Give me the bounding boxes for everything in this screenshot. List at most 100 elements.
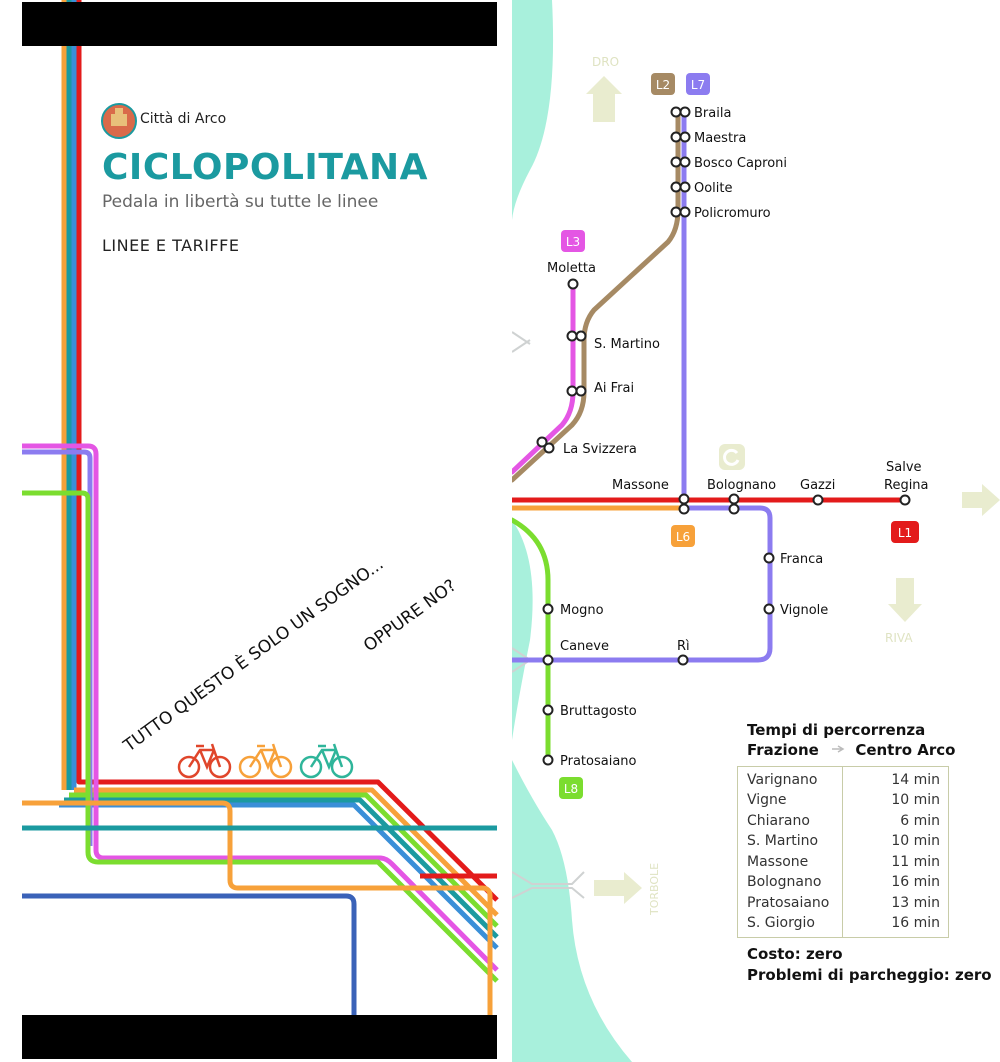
station-marker-oolite: [670, 181, 691, 193]
station-marker-pratosaiano: [542, 754, 554, 766]
station-marker-ri: [677, 654, 689, 666]
station-marker-ai-frai: [566, 385, 587, 397]
station-marker-maestra: [670, 131, 691, 143]
station-label-mogno: Mogno: [560, 603, 604, 618]
station-label-gazzi: Gazzi: [800, 478, 835, 493]
cover-line-purple: [22, 449, 93, 846]
station-label-pratosaiano: Pratosaiano: [560, 754, 637, 769]
direction-dro: DRO: [592, 55, 619, 69]
line-L6-path: [512, 505, 773, 663]
brochure-title: CICLOPOLITANA: [102, 147, 428, 188]
table-cell-time: 14 min: [891, 772, 940, 788]
arrow-right-torbole: [594, 872, 642, 904]
cover-line-red-vertical: [76, 0, 499, 902]
svg-text:L8: L8: [564, 782, 578, 796]
map-graphic: DRO RIVA TORBOLE: [512, 0, 1000, 1062]
table-row: Varignano 14 min: [738, 769, 950, 789]
arrow-up-dro: [586, 76, 622, 122]
table-cell-time: 10 min: [891, 792, 940, 808]
table-cell-time: 6 min: [900, 813, 940, 829]
network-map: DRO RIVA TORBOLE: [512, 0, 1000, 1062]
station-label-caneve: Caneve: [560, 639, 609, 654]
city-crest-icon: [101, 103, 137, 139]
table-cell-place: Bolognano: [747, 874, 822, 890]
station-marker-la-svizzera: [536, 436, 555, 454]
station-marker-bruttagosto: [542, 704, 554, 716]
cover-line-teal-main: [64, 797, 499, 939]
bicycle-icon-orange: [238, 743, 293, 779]
station-label-moletta: Moletta: [547, 261, 596, 276]
table-cell-place: Vigne: [747, 792, 787, 808]
station-marker-mogno: [542, 603, 554, 615]
table-cell-time: 11 min: [891, 854, 940, 870]
line-L8-path: [512, 517, 551, 763]
cover-line-green-left: [22, 490, 499, 983]
brochure-subtitle: Pedala in libertà su tutte le linee: [102, 192, 379, 212]
station-marker-massone: [678, 493, 690, 515]
table-row: Chiarano 6 min: [738, 810, 950, 830]
direction-torbole: TORBOLE: [648, 863, 661, 916]
table-cell-place: Pratosaiano: [747, 895, 830, 911]
station-label-franca: Franca: [780, 552, 823, 567]
brochure-cover: Città di Arco CICLOPOLITANA Pedala in li…: [22, 0, 499, 1059]
station-marker-salve-regina: [899, 494, 911, 506]
top-black-bar: [22, 2, 497, 46]
table-cell-place: S. Giorgio: [747, 915, 815, 931]
station-label-bruttagosto: Bruttagosto: [560, 704, 637, 719]
section-heading: LINEE E TARIFFE: [102, 236, 240, 255]
cover-line-green-main: [69, 792, 499, 928]
station-marker-franca: [763, 552, 775, 564]
table-row: S. Martino 10 min: [738, 830, 950, 850]
station-marker-vignole: [763, 603, 775, 615]
station-label-policromuro: Policromuro: [694, 206, 771, 221]
station-label-oolite: Oolite: [694, 181, 733, 196]
station-marker-bolognano: [728, 493, 740, 515]
line-badge-L8: L8: [559, 777, 583, 799]
station-label-regina: Regina: [884, 478, 929, 493]
station-label-ri: Rì: [677, 639, 690, 654]
cover-line-blue-lower: [22, 893, 357, 1015]
station-label-s-martino: S. Martino: [594, 337, 660, 352]
station-marker-s-martino: [566, 330, 587, 342]
station-label-bolognano: Bolognano: [707, 478, 776, 493]
line-badge-L6: L6: [671, 525, 695, 547]
station-marker-braila: [670, 106, 691, 118]
cover-line-orange-lower: [22, 800, 493, 1015]
station-label-maestra: Maestra: [694, 131, 746, 146]
cost-line: Costo: zero: [747, 945, 843, 963]
table-cell-time: 10 min: [891, 833, 940, 849]
legend-title-line2: Frazione Centro Arco: [747, 740, 955, 760]
line-badge-L7: L7: [686, 73, 710, 95]
table-row: Massone 11 min: [738, 851, 950, 871]
table-cell-place: Chiarano: [747, 813, 810, 829]
station-label-bosco-caproni: Bosco Caproni: [694, 156, 787, 171]
table-cell-place: S. Martino: [747, 833, 819, 849]
parking-line: Problemi di parcheggio: zero: [747, 966, 992, 984]
line-badge-L1: L1: [891, 521, 919, 543]
station-label-la-svizzera: La Svizzera: [563, 442, 637, 457]
table-cell-time: 13 min: [891, 895, 940, 911]
cover-line-orange-main: [74, 787, 499, 917]
svg-text:L7: L7: [691, 78, 705, 92]
cover-line-pink: [22, 443, 499, 972]
table-cell-place: Massone: [747, 854, 809, 870]
table-row: Vigne 10 min: [738, 789, 950, 809]
bridge-marks: [512, 331, 585, 899]
legend-title-line1: Tempi di percorrenza: [747, 721, 926, 739]
legend-title-to: Centro Arco: [855, 741, 956, 759]
table-row: Bolognano 16 min: [738, 871, 950, 891]
svg-text:L2: L2: [656, 78, 670, 92]
line-badge-L3: L3: [561, 230, 585, 252]
station-label-ai-frai: Ai Frai: [594, 381, 634, 396]
bottom-black-bar: [22, 1015, 497, 1059]
table-cell-place: Varignano: [747, 772, 818, 788]
table-row: Pratosaiano 13 min: [738, 892, 950, 912]
line-L2-path: [512, 109, 681, 483]
cost-summary: Costo: zero Problemi di parcheggio: zero: [747, 944, 992, 986]
table-cell-time: 16 min: [891, 915, 940, 931]
station-marker-gazzi: [812, 494, 824, 506]
station-marker-caneve: [542, 654, 554, 666]
direction-riva: RIVA: [885, 631, 913, 645]
service-icon: [719, 444, 745, 470]
table-cell-time: 16 min: [891, 874, 940, 890]
